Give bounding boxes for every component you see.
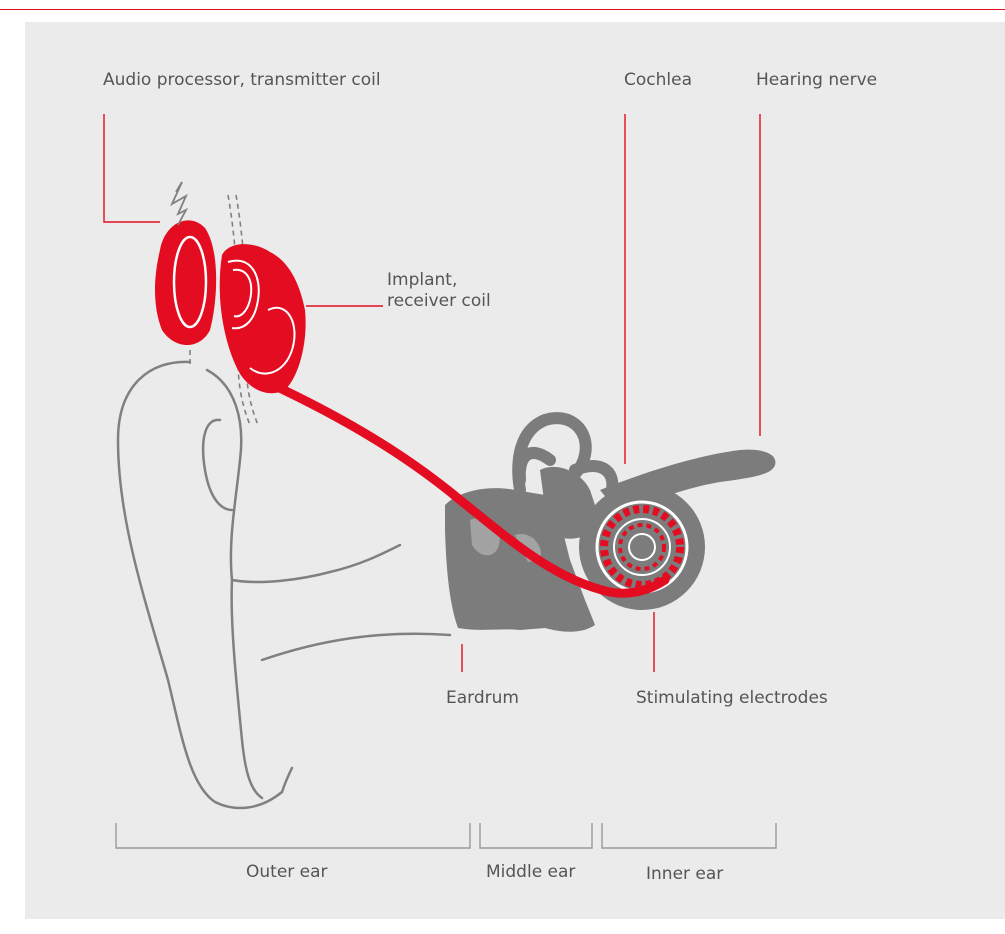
- leader-audio-processor: [104, 114, 160, 222]
- label-eardrum: Eardrum: [446, 688, 519, 709]
- label-middle-ear: Middle ear: [486, 862, 575, 883]
- outer-ear-outline: [118, 362, 450, 808]
- label-inner-ear: Inner ear: [646, 864, 723, 885]
- label-implant: Implant, receiver coil: [387, 270, 491, 312]
- label-stimulating-electrodes: Stimulating electrodes: [636, 688, 828, 709]
- label-hearing-nerve: Hearing nerve: [756, 70, 877, 91]
- label-audio-processor: Audio processor, transmitter coil: [103, 70, 381, 91]
- bracket-middle-ear: [480, 823, 592, 848]
- bracket-inner-ear: [602, 823, 776, 848]
- bracket-outer-ear: [116, 823, 470, 848]
- label-outer-ear: Outer ear: [246, 862, 328, 883]
- sound-wave-icon: [172, 182, 186, 225]
- implant-receiver: [220, 244, 306, 393]
- label-cochlea: Cochlea: [624, 70, 692, 91]
